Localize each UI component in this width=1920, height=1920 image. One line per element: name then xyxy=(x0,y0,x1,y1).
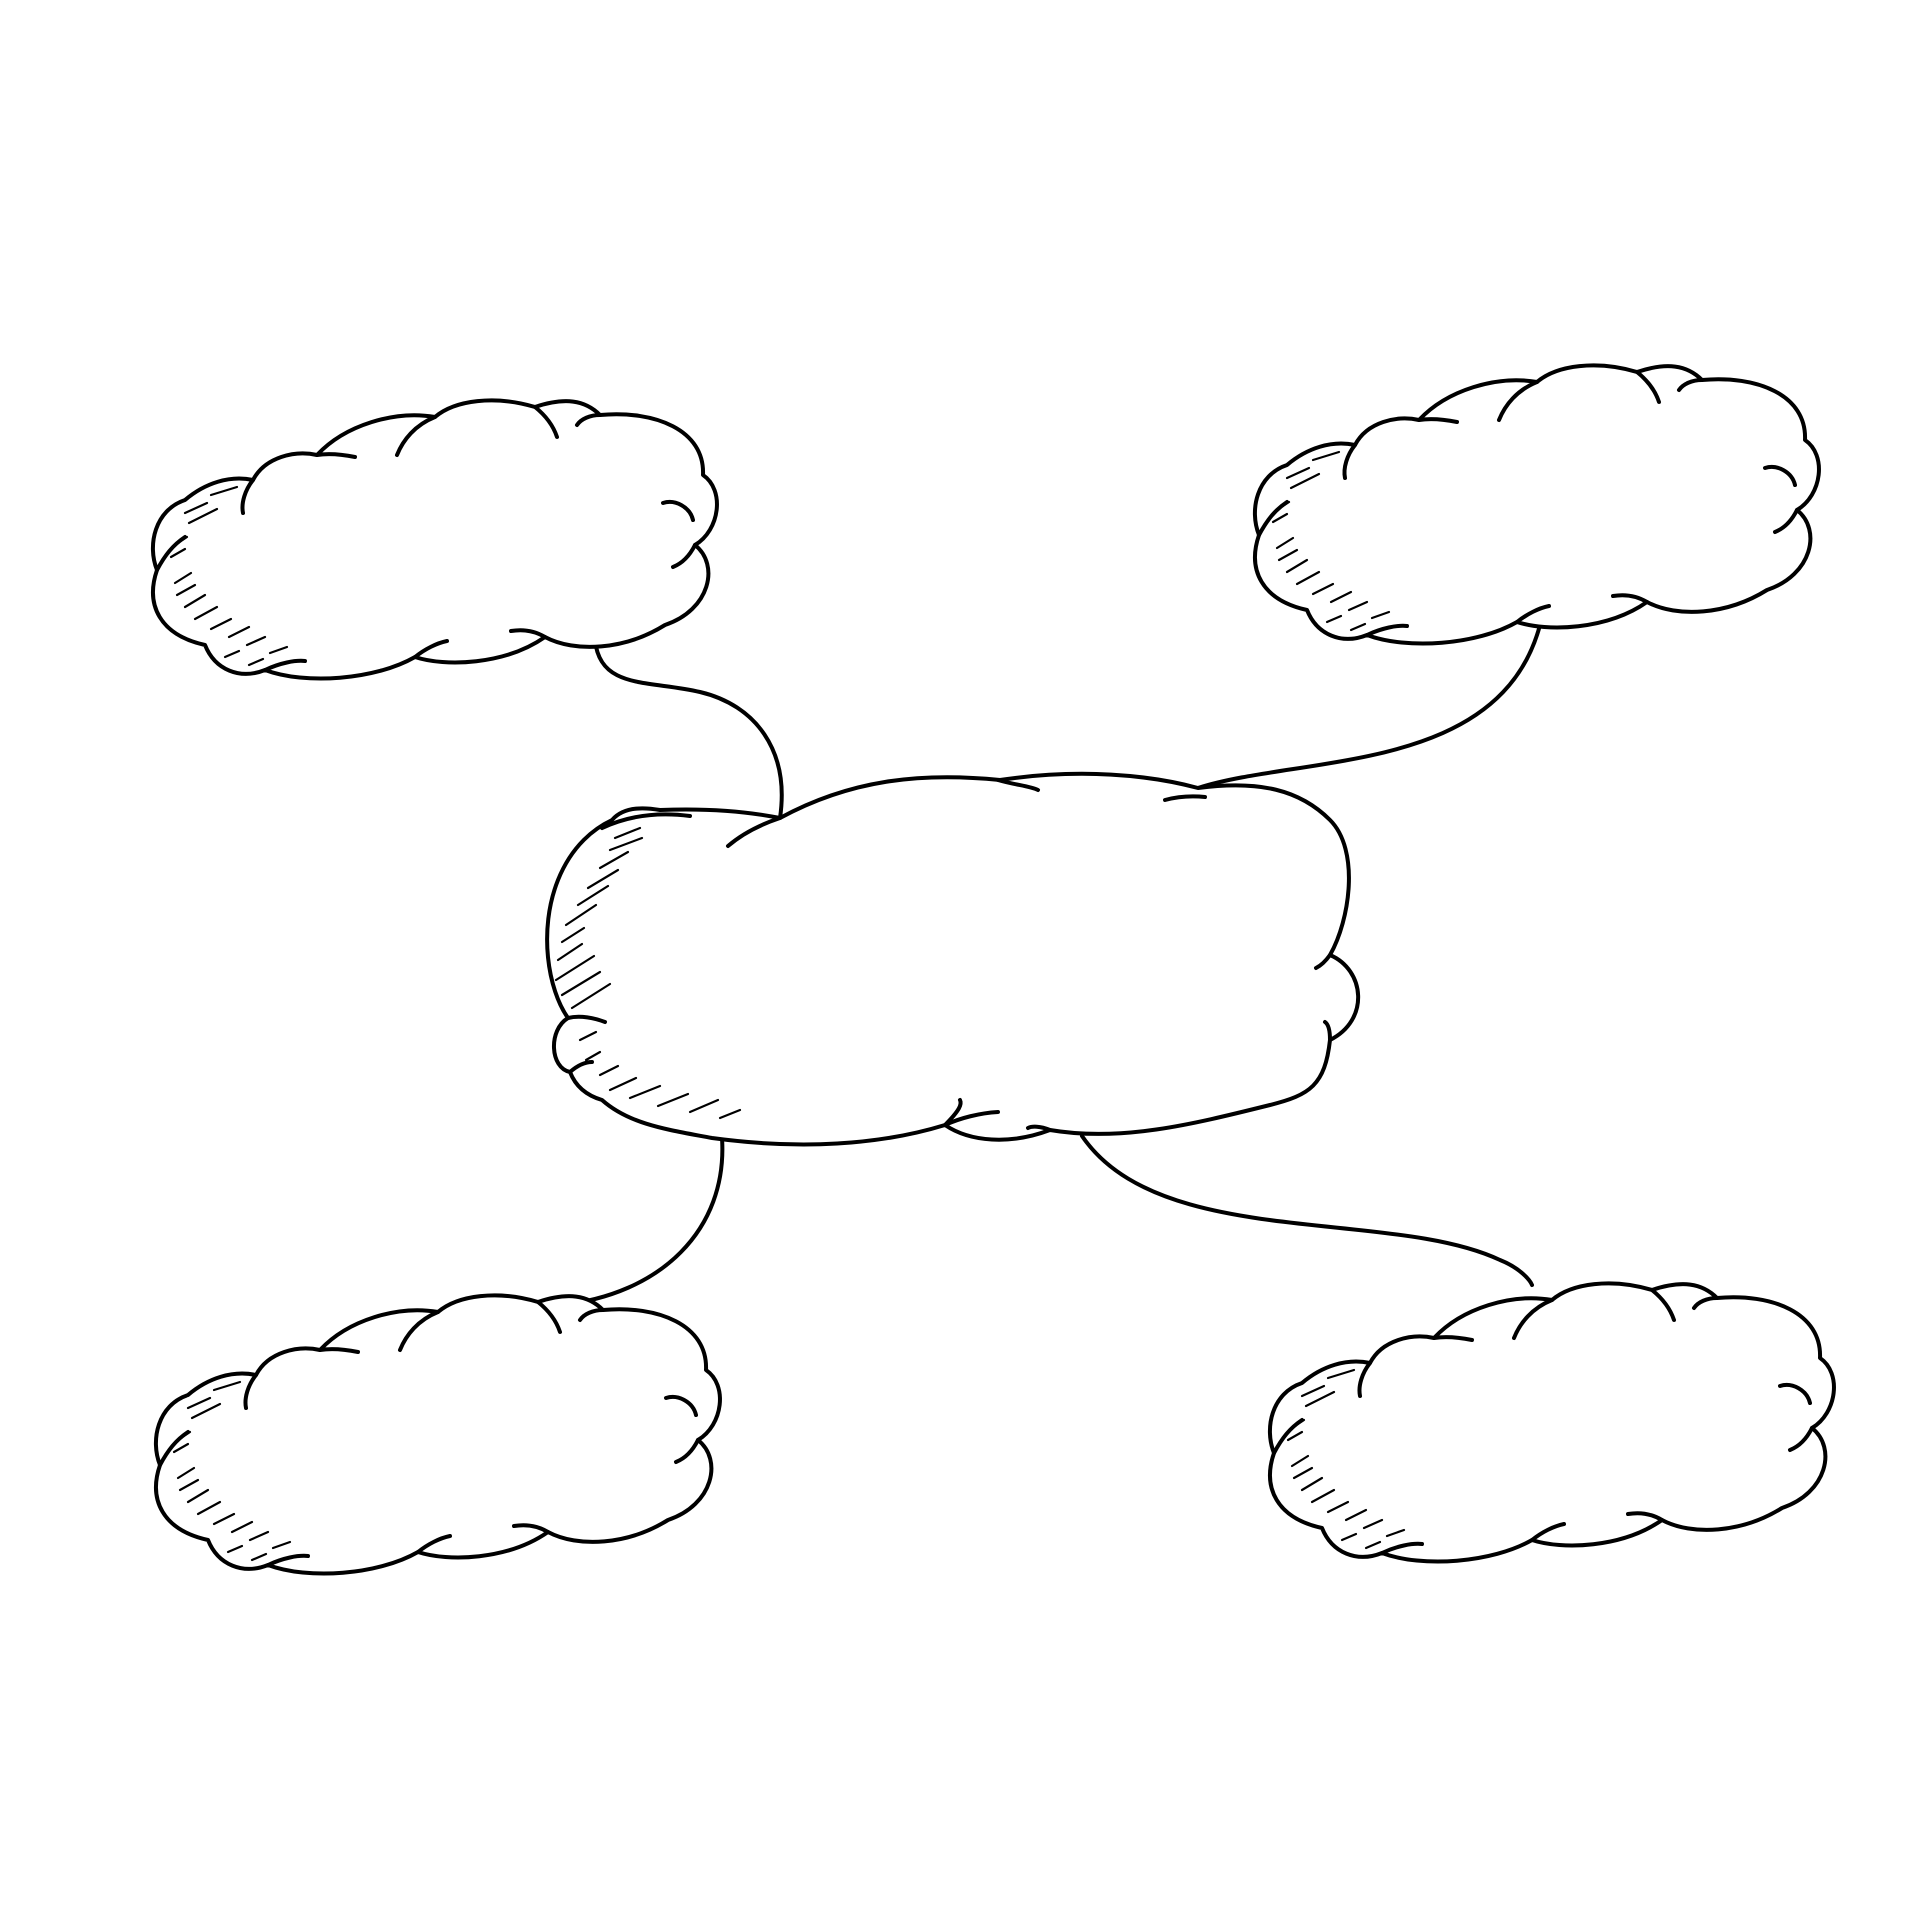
cloud-node-bottom-right xyxy=(1267,1281,1836,1564)
connector-center-bottom-right xyxy=(1080,1134,1534,1287)
cloud-node-top-left xyxy=(150,398,719,681)
connector-center-bottom-left xyxy=(558,1136,725,1307)
cloud-node-bottom-left xyxy=(153,1293,722,1576)
connector-center-top-left xyxy=(593,638,784,820)
cloud-node-center xyxy=(545,771,1361,1147)
connector-center-top-right xyxy=(1196,623,1542,790)
cloud-node-top-right xyxy=(1252,363,1821,646)
